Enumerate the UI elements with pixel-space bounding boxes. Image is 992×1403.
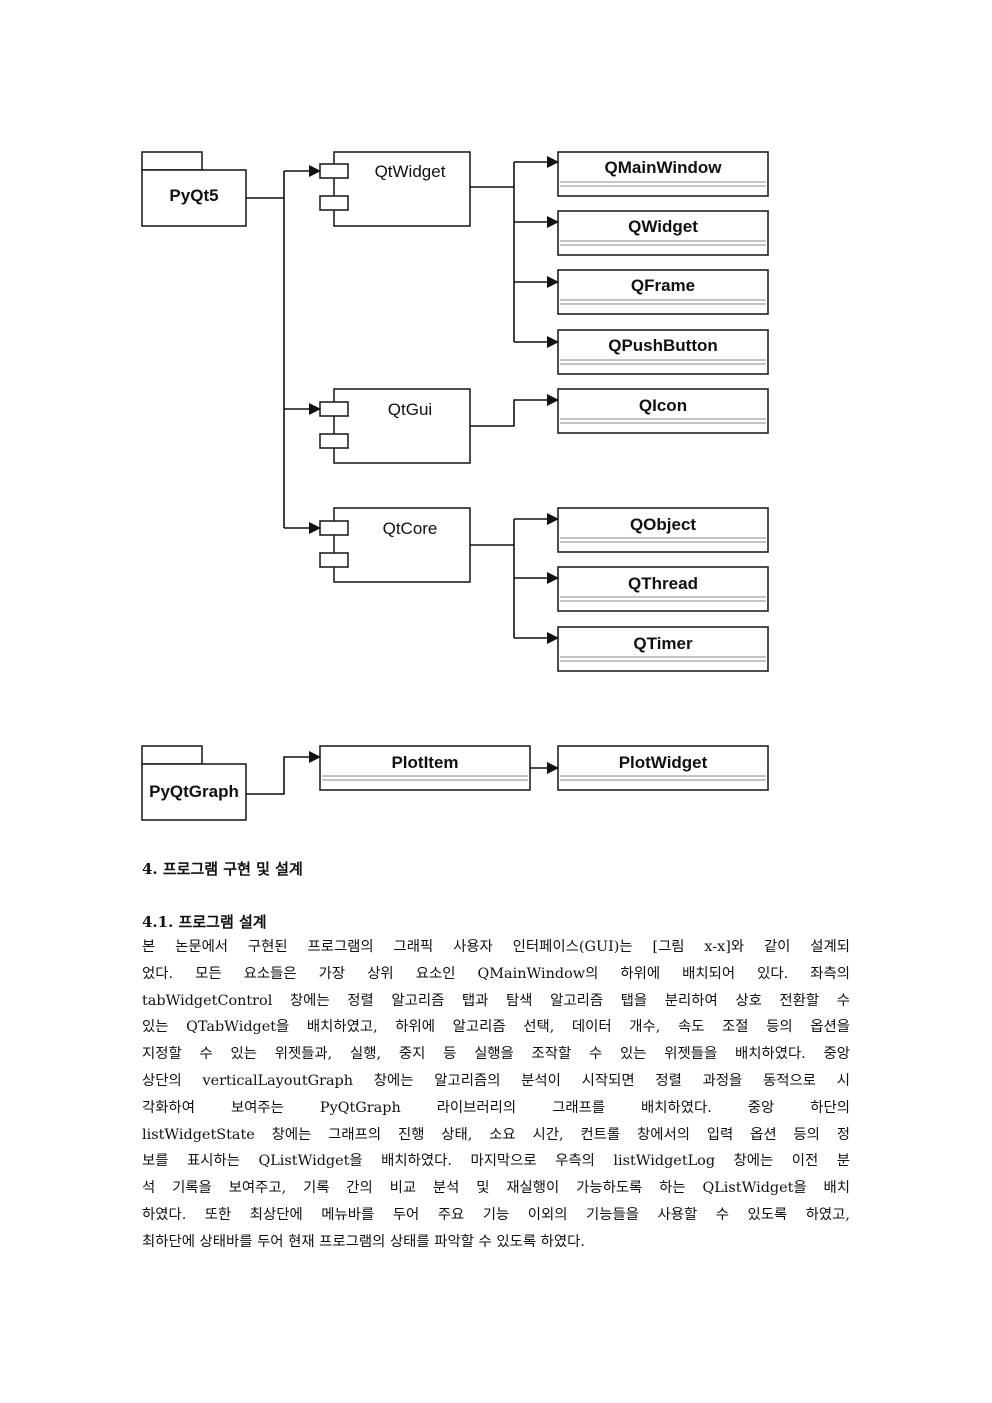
class-qpushbutton — [557, 329, 769, 375]
class-qobject — [557, 507, 769, 553]
class-label-plotwidget: PlotWidget — [619, 753, 708, 772]
class-label-qwidget: QWidget — [628, 217, 698, 236]
component-label-qtgui: QtGui — [388, 400, 432, 419]
class-plotitem — [319, 745, 531, 791]
component-qtgui — [319, 388, 471, 464]
body-line: 최하단에 상태바를 두어 현재 프로그램의 상태를 파악할 수 있도록 하였다. — [142, 1233, 585, 1250]
body-line: 하였다. 또한 최상단에 메뉴바를 두어 주요 기능 이외의 기능들을 사용할 … — [142, 1206, 850, 1223]
component-qtwidget — [319, 151, 471, 227]
class-qmainwindow — [557, 151, 769, 197]
section-heading: 4. 프로그램 구현 및 설계 — [142, 860, 303, 878]
connectors-pyqtgraph — [246, 751, 559, 795]
connectors-qtcore — [470, 513, 559, 644]
body-line: listWidgetState 창에는 그래프의 진행 상태, 소요 시간, 컨… — [142, 1126, 850, 1143]
package-label-pyqt5: PyQt5 — [169, 186, 218, 205]
package-diagram: PyQt5 PyQtGraph QtWidget QtGui QtCore QM… — [141, 151, 769, 821]
class-label-qmainwindow: QMainWindow — [605, 158, 723, 177]
class-label-qframe: QFrame — [631, 276, 695, 295]
class-label-qpushbutton: QPushButton — [608, 336, 718, 355]
body-paragraph: 본 논문에서 구현된 프로그램의 그래픽 사용자 인터페이스(GUI)는 [그림… — [142, 934, 850, 1256]
class-label-qicon: QIcon — [639, 396, 687, 415]
class-label-plotitem: PlotItem — [391, 753, 458, 772]
package-label-pyqtgraph: PyQtGraph — [149, 782, 239, 801]
class-qtimer — [557, 626, 769, 672]
class-qthread — [557, 566, 769, 612]
class-label-qobject: QObject — [630, 515, 696, 534]
body-line: 지정할 수 있는 위젯들과, 실행, 중지 등 실행을 조작할 수 있는 위젯들… — [142, 1046, 850, 1063]
connectors-qtwidget — [470, 156, 559, 348]
body-line: 상단의 verticalLayoutGraph 창에는 알고리즘의 분석이 시작… — [142, 1072, 850, 1089]
body-line: tabWidgetControl 창에는 정렬 알고리즘 탭과 탐색 알고리즘 … — [142, 992, 850, 1009]
body-line: 석 기록을 보여주고, 기록 간의 비교 분석 및 재실행이 가능하도록 하는 … — [142, 1180, 850, 1197]
class-label-qthread: QThread — [628, 574, 698, 593]
body-line: 본 논문에서 구현된 프로그램의 그래픽 사용자 인터페이스(GUI)는 [그림… — [142, 939, 850, 955]
component-label-qtwidget: QtWidget — [375, 162, 446, 181]
connectors-pyqt5 — [246, 165, 321, 534]
body-line: 었다. 모든 요소들은 가장 상위 요소인 QMainWindow의 하위에 배… — [142, 965, 850, 982]
subsection-heading: 4.1. 프로그램 설계 — [142, 913, 267, 931]
body-line: 보를 표시하는 QListWidget을 배치하였다. 마지막으로 우측의 li… — [142, 1153, 850, 1170]
component-label-qtcore: QtCore — [383, 519, 438, 538]
body-line: 각화하여 보여주는 PyQtGraph 라이브러리의 그래프를 배치하였다. 중… — [142, 1099, 850, 1116]
package-pyqtgraph — [141, 745, 247, 821]
connectors-qtgui — [470, 394, 559, 427]
class-qicon — [557, 388, 769, 434]
class-qframe — [557, 269, 769, 315]
class-label-qtimer: QTimer — [633, 634, 693, 653]
package-pyqt5 — [141, 151, 247, 227]
class-qwidget — [557, 210, 769, 256]
class-plotwidget — [557, 745, 769, 791]
body-line: 있는 QTabWidget을 배치하였고, 하위에 알고리즘 선택, 데이터 개… — [142, 1019, 850, 1036]
